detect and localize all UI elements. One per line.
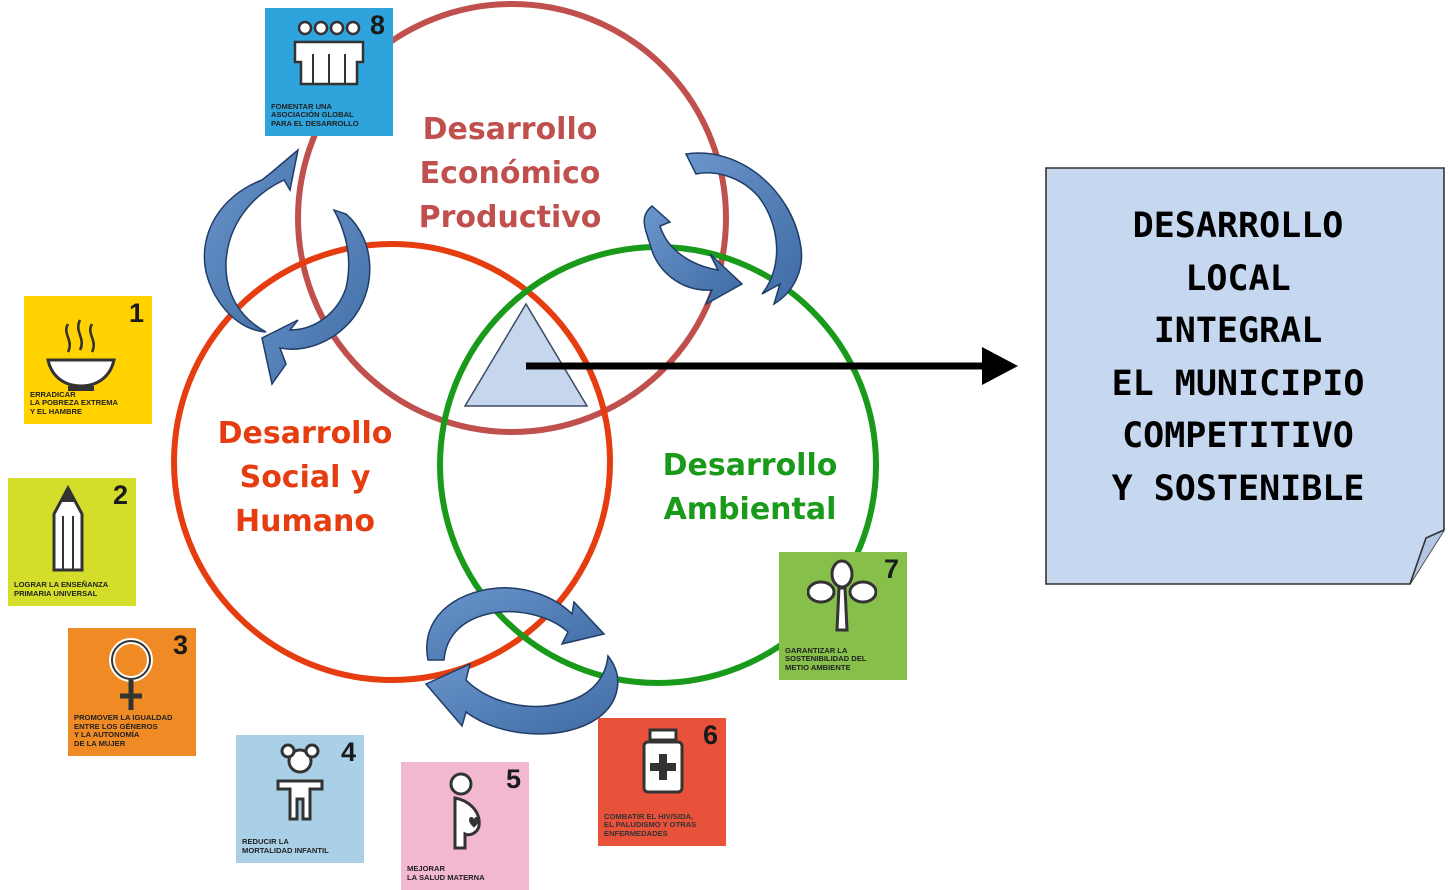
social-label-line: Social y — [239, 460, 371, 495]
cycle-arrow — [426, 587, 606, 661]
goal-caption-line: COMBATIR EL HIV/SIDA, — [604, 811, 694, 821]
goal-tile-2: 2 LOGRAR LA ENSEÑANZA PRIMARIA UNIVERSAL — [8, 478, 136, 606]
note-line: LOCAL — [1185, 258, 1291, 299]
goal-caption-line: SOSTENIBILIDAD DEL — [785, 654, 867, 664]
note-line: COMPETITIVO — [1122, 416, 1354, 456]
economic-circle — [295, 1, 729, 435]
goal-caption-line: ENFERMEDADES — [604, 828, 668, 838]
note-line: INTEGRAL — [1153, 311, 1323, 351]
cycle-arrows-bottom — [424, 587, 619, 735]
female-icon — [109, 638, 153, 710]
goal-number: 4 — [340, 737, 356, 767]
goal-caption: MEJORAR LA SALUD MATERNA — [407, 864, 525, 882]
goal-caption-line: ASOCIACIÓN GLOBAL — [271, 110, 354, 120]
economic-label: Desarrollo Económico Productivo — [380, 108, 640, 240]
goal-caption: REDUCIR LA MORTALIDAD INFANTIL — [242, 837, 360, 855]
goal-caption: LOGRAR LA ENSEÑANZA PRIMARIA UNIVERSAL — [14, 580, 132, 598]
cycle-arrow — [424, 654, 619, 735]
goal-caption-line: PARA EL DESARROLLO — [271, 118, 359, 128]
environmental-label-line: Ambiental — [663, 492, 837, 527]
note-line: DESARROLLO — [1132, 206, 1344, 246]
goal-number: 7 — [883, 554, 899, 584]
goal-caption-line: DE LA MUJER — [74, 738, 126, 748]
goal-caption-line: PROMOVER LA IGUALDAD — [74, 713, 173, 723]
goal-number: 3 — [172, 630, 188, 660]
goal-caption-line: METIO AMBIENTE — [785, 662, 851, 672]
note-line: EL MUNICIPIO — [1111, 363, 1365, 404]
goal-tile-8: 8 FOMENTAR UNA ASOCIACIÓN GLOBAL PARA EL… — [265, 8, 393, 136]
goal-number: 2 — [112, 480, 128, 510]
goal-caption: ERRADICAR LA POBREZA EXTREMA Y EL HAMBRE — [30, 389, 148, 416]
child-icon — [276, 743, 324, 821]
goal-caption-line: Y LA AUTONOMÍA — [74, 730, 140, 740]
goal-caption-line: PRIMARIA UNIVERSAL — [14, 588, 98, 598]
goal-caption-line: REDUCIR LA — [242, 837, 289, 847]
plant-icon — [807, 559, 877, 632]
environmental-label-line: Desarrollo — [662, 448, 838, 483]
economic-label-line: Desarrollo — [422, 112, 598, 147]
pregnant-icon — [449, 772, 481, 850]
goal-caption-line: ERRADICAR — [30, 389, 76, 399]
social-label-line: Desarrollo — [217, 416, 393, 451]
cycle-arrow — [643, 205, 744, 306]
result-arrow-head — [982, 347, 1018, 385]
goal-caption-line: MORTALIDAD INFANTIL — [242, 845, 329, 855]
medicine-icon — [642, 728, 684, 794]
people-icon — [293, 20, 365, 86]
goal-tile-1: 1 ERRADICAR LA POBREZA EXTREMA Y EL HAMB… — [24, 296, 152, 424]
note-fold — [1409, 529, 1445, 585]
cycle-arrows-right — [643, 152, 803, 306]
goal-caption-line: EL PALUDISMO Y OTRAS — [604, 820, 697, 830]
social-label-line: Humano — [235, 504, 375, 539]
economic-label-line: Productivo — [418, 200, 602, 235]
environmental-label: Desarrollo Ambiental — [625, 444, 875, 532]
cycle-arrow — [203, 148, 300, 333]
goal-caption-line: FOMENTAR UNA — [271, 101, 333, 111]
cycle-arrow — [684, 152, 803, 306]
goal-caption: FOMENTAR UNA ASOCIACIÓN GLOBAL PARA EL D… — [271, 101, 389, 128]
goal-caption: PROMOVER LA IGUALDAD ENTRE LOS GÉNEROS Y… — [74, 713, 192, 748]
goal-caption-line: LA POBREZA EXTREMA — [30, 398, 119, 408]
goal-number: 5 — [505, 764, 521, 794]
cycle-arrow — [261, 208, 371, 386]
goal-tile-5: 5 MEJORAR LA SALUD MATERNA — [401, 762, 529, 890]
goal-number: 1 — [128, 298, 144, 328]
center-triangle — [463, 302, 589, 407]
goal-number: 6 — [702, 720, 718, 750]
goal-caption-line: Y EL HAMBRE — [30, 406, 83, 416]
goal-caption-line: ENTRE LOS GÉNEROS — [74, 721, 158, 731]
goal-caption-line: LA SALUD MATERNA — [407, 872, 485, 882]
note-line: Y SOSTENIBLE — [1111, 468, 1365, 509]
note-text: DESARROLLO LOCAL INTEGRAL EL MUNICIPIO C… — [1058, 200, 1418, 515]
social-circle — [171, 241, 613, 683]
pencil-icon — [52, 484, 84, 572]
cycle-arrows-left — [203, 148, 371, 386]
social-label: Desarrollo Social y Humano — [180, 412, 430, 544]
goal-tile-6: 6 COMBATIR EL HIV/SIDA, EL PALUDISMO Y O… — [598, 718, 726, 846]
goal-tile-3: 3 PROMOVER LA IGUALDAD ENTRE LOS GÉNEROS… — [68, 628, 196, 756]
goal-caption-line: MEJORAR — [407, 864, 445, 874]
goal-caption: GARANTIZAR LA SOSTENIBILIDAD DEL METIO A… — [785, 645, 903, 672]
goal-caption-line: LOGRAR LA ENSEÑANZA — [14, 580, 109, 590]
goal-number: 8 — [369, 10, 385, 40]
goal-tile-4: 4 REDUCIR LA MORTALIDAD INFANTIL — [236, 735, 364, 863]
goal-tile-7: 7 GARANTIZAR LA SOSTENIBILIDAD DEL METIO… — [779, 552, 907, 680]
bowl-icon — [46, 319, 116, 391]
economic-label-line: Económico — [419, 156, 601, 191]
goal-caption-line: GARANTIZAR LA — [785, 645, 848, 655]
goal-caption: COMBATIR EL HIV/SIDA, EL PALUDISMO Y OTR… — [604, 811, 722, 838]
